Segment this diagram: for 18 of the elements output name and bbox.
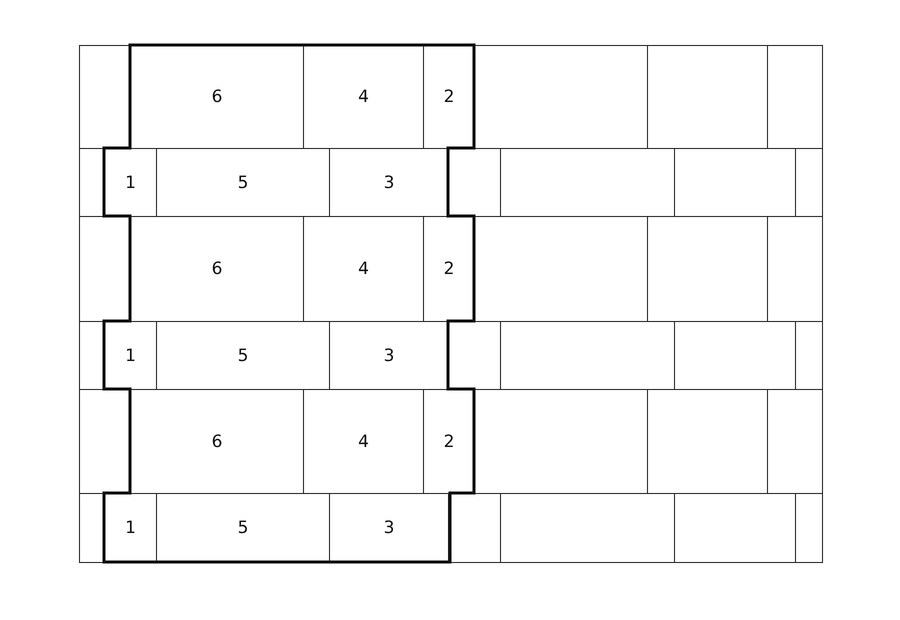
tile-number: 4 (358, 259, 369, 279)
tile-number: 5 (238, 172, 248, 192)
tile-number: 4 (358, 87, 369, 107)
tile-number: 1 (125, 172, 136, 192)
tile-number: 2 (444, 259, 454, 279)
tile-number: 5 (238, 346, 248, 366)
tile-number: 3 (384, 518, 394, 538)
tile-number: 6 (212, 87, 222, 107)
tile-number: 3 (384, 346, 394, 366)
tile-number: 5 (238, 518, 248, 538)
tile-number: 3 (384, 172, 394, 192)
tile-number: 1 (125, 518, 136, 538)
tile-number: 4 (358, 432, 369, 452)
tile-number: 6 (212, 259, 222, 279)
tile-number: 1 (125, 346, 136, 366)
tile-number: 2 (444, 432, 454, 452)
tile-number: 6 (212, 432, 222, 452)
tile-number: 2 (444, 87, 454, 107)
